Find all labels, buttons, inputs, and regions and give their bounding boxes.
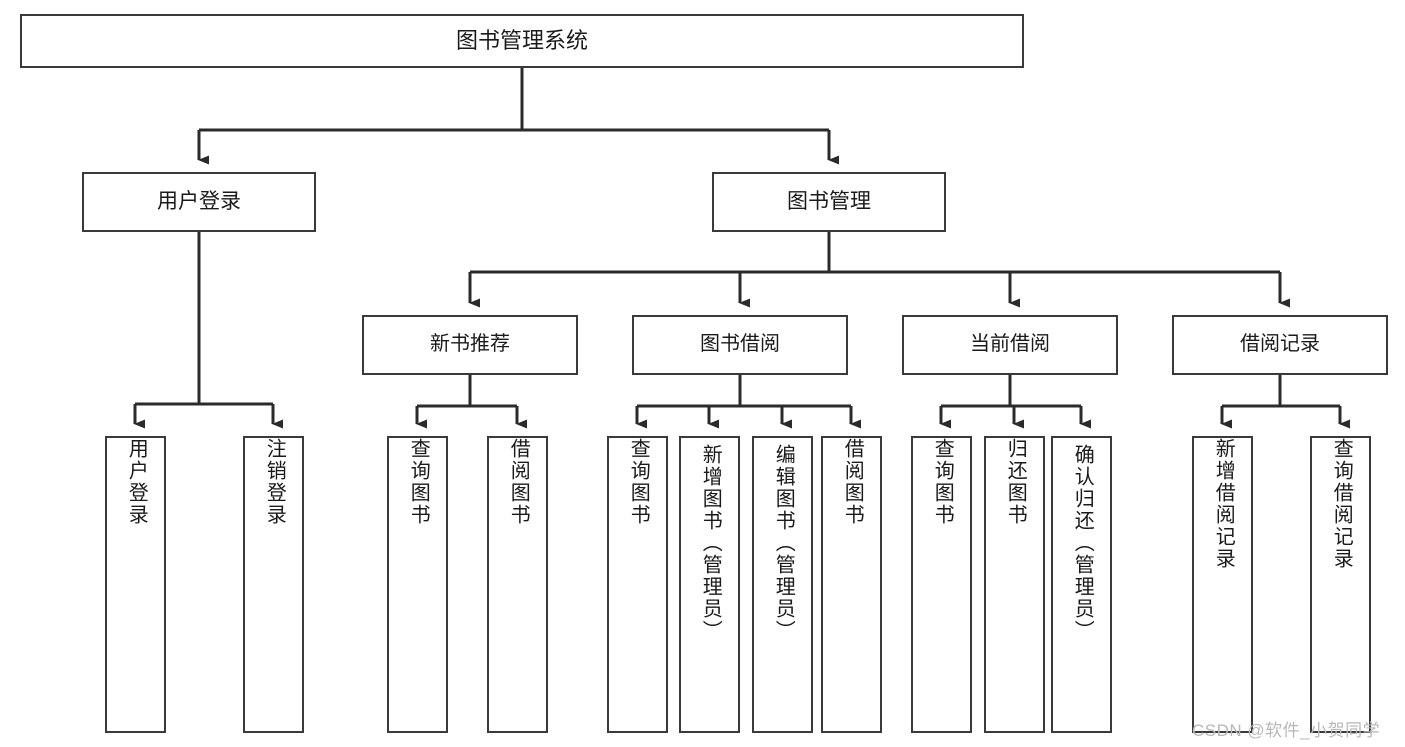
- leaf-query-book-borrow[interactable]: 查询图书: [607, 436, 668, 733]
- leaf-borrow-book-rec-label: 借阅图书: [507, 438, 530, 526]
- leaf-add-record-label: 新增借阅记录: [1212, 438, 1235, 570]
- node-book-borrow-label: 图书借阅: [700, 333, 780, 356]
- node-current-borrow-label: 当前借阅: [970, 333, 1050, 356]
- leaf-edit-book[interactable]: 编辑图书（管理员）: [752, 436, 813, 733]
- leaf-return-book-label: 归还图书: [1004, 438, 1027, 526]
- leaf-confirm-return-label: 确认归还（管理员）: [1071, 444, 1094, 642]
- leaf-query-book-cur-label: 查询图书: [931, 438, 954, 526]
- leaf-user-logout[interactable]: 注销登录: [243, 436, 304, 733]
- leaf-query-book-rec[interactable]: 查询图书: [387, 436, 448, 733]
- leaf-add-record[interactable]: 新增借阅记录: [1192, 436, 1253, 733]
- node-borrow-record[interactable]: 借阅记录: [1172, 315, 1388, 375]
- leaf-query-book-borrow-label: 查询图书: [627, 438, 650, 526]
- leaf-user-login[interactable]: 用户登录: [105, 436, 166, 733]
- leaf-borrow-book[interactable]: 借阅图书: [821, 436, 882, 733]
- node-book-borrow[interactable]: 图书借阅: [632, 315, 848, 375]
- leaf-borrow-book-rec[interactable]: 借阅图书: [487, 436, 548, 733]
- leaf-query-book-rec-label: 查询图书: [407, 438, 430, 526]
- leaf-query-book-cur[interactable]: 查询图书: [911, 436, 972, 733]
- leaf-user-logout-label: 注销登录: [263, 438, 286, 526]
- node-current-borrow[interactable]: 当前借阅: [902, 315, 1118, 375]
- leaf-query-record[interactable]: 查询借阅记录: [1310, 436, 1371, 733]
- leaf-user-login-label: 用户登录: [125, 438, 148, 526]
- node-borrow-record-label: 借阅记录: [1240, 333, 1320, 356]
- node-root-label: 图书管理系统: [455, 28, 588, 54]
- node-root[interactable]: 图书管理系统: [20, 14, 1024, 68]
- leaf-borrow-book-label: 借阅图书: [841, 438, 864, 526]
- node-user-login[interactable]: 用户登录: [82, 172, 316, 232]
- leaf-add-book-label: 新增图书（管理员）: [699, 444, 722, 642]
- leaf-return-book[interactable]: 归还图书: [984, 436, 1045, 733]
- node-new-book-rec[interactable]: 新书推荐: [362, 315, 578, 375]
- leaf-edit-book-label: 编辑图书（管理员）: [772, 444, 795, 642]
- leaf-add-book[interactable]: 新增图书（管理员）: [679, 436, 740, 733]
- node-book-manage-label: 图书管理: [787, 189, 871, 213]
- node-book-manage[interactable]: 图书管理: [712, 172, 946, 232]
- csdn-watermark: CSDN @软件_小贺同学: [1192, 721, 1381, 740]
- leaf-confirm-return[interactable]: 确认归还（管理员）: [1051, 436, 1112, 733]
- node-new-book-rec-label: 新书推荐: [430, 333, 510, 356]
- node-user-login-label: 用户登录: [157, 189, 241, 213]
- leaf-query-record-label: 查询借阅记录: [1330, 438, 1353, 570]
